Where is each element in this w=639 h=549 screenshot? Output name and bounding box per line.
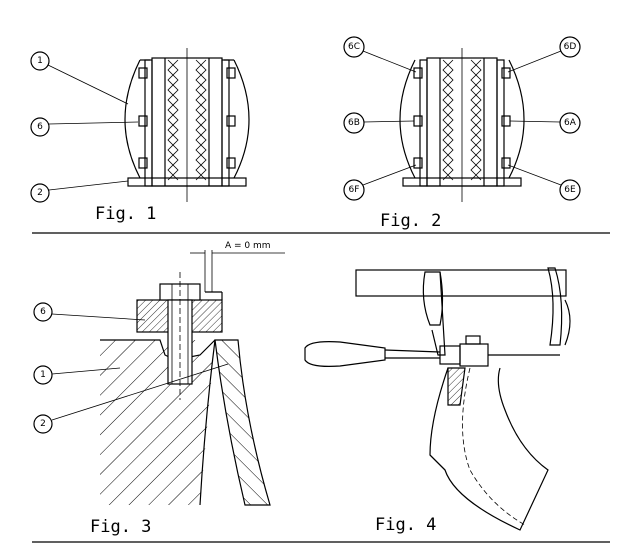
hub-left-arc bbox=[124, 59, 141, 179]
callout-1: 1 bbox=[33, 365, 121, 385]
callout-6d: 6D bbox=[507, 36, 581, 73]
weld-zigzag-right bbox=[195, 59, 207, 181]
figure-4: Fig. 4 bbox=[304, 267, 571, 535]
base-plate bbox=[127, 177, 247, 187]
svg-text:2: 2 bbox=[37, 188, 43, 198]
bolt-head bbox=[226, 115, 236, 127]
bolt-head bbox=[413, 67, 423, 79]
left-flange bbox=[144, 59, 153, 187]
flange-section bbox=[447, 367, 466, 406]
svg-text:2: 2 bbox=[40, 419, 46, 429]
right-flange bbox=[496, 59, 505, 187]
clamp-bar bbox=[355, 269, 567, 297]
callout-6e: 6E bbox=[507, 164, 581, 201]
svg-text:6A: 6A bbox=[564, 118, 577, 128]
figure-2: 6C 6D 6B 6A 6F 6E Fig. 2 bbox=[343, 36, 581, 231]
bolt-head bbox=[413, 115, 423, 127]
svg-text:6E: 6E bbox=[564, 185, 576, 195]
left-flange bbox=[419, 59, 428, 187]
clamp-left-jaw bbox=[422, 271, 444, 326]
callout-6: 6 bbox=[33, 302, 146, 322]
figure-4-caption: Fig. 4 bbox=[375, 515, 436, 535]
bolt-head bbox=[501, 157, 511, 169]
bolt-head bbox=[413, 157, 423, 169]
hub-left-arc bbox=[399, 59, 416, 179]
right-flange bbox=[221, 59, 230, 187]
bolt-head bbox=[501, 115, 511, 127]
svg-text:6B: 6B bbox=[348, 118, 360, 128]
figure-3: A = 0 mm 6 1 2 Fig. 3 bbox=[33, 241, 285, 537]
bolt-head bbox=[226, 67, 236, 79]
callout-6f: 6F bbox=[343, 164, 417, 201]
svg-text:1: 1 bbox=[37, 56, 43, 66]
figure-2-caption: Fig. 2 bbox=[380, 211, 441, 231]
hub-body bbox=[429, 367, 549, 531]
callout-6a: 6A bbox=[509, 112, 581, 134]
screw-block bbox=[459, 343, 489, 367]
bolt-head bbox=[226, 157, 236, 169]
callout-2: 2 bbox=[30, 180, 129, 203]
callout-2: 2 bbox=[33, 363, 229, 434]
bolt-head bbox=[138, 157, 148, 169]
bolt-head bbox=[138, 67, 148, 79]
bolt-head bbox=[138, 115, 148, 127]
callout-6b: 6B bbox=[343, 112, 415, 134]
hub-right-arc bbox=[508, 59, 525, 179]
hub-section-hatch bbox=[100, 340, 215, 505]
bolt-head bbox=[501, 67, 511, 79]
callout-1: 1 bbox=[30, 51, 129, 105]
svg-text:6F: 6F bbox=[349, 185, 360, 195]
hub-right-arc bbox=[233, 59, 250, 179]
callout-6c: 6C bbox=[343, 36, 417, 73]
svg-text:1: 1 bbox=[40, 370, 46, 380]
clamp-handle bbox=[304, 341, 386, 367]
figure-1-caption: Fig. 1 bbox=[95, 204, 156, 224]
dimension-a-label: A = 0 mm bbox=[225, 241, 271, 251]
weld-zigzag-left bbox=[167, 59, 179, 181]
callout-6: 6 bbox=[30, 117, 139, 137]
svg-text:6: 6 bbox=[40, 307, 46, 317]
figure-1: 1 6 2 Fig. 1 bbox=[30, 48, 250, 224]
clamp-right-jaw bbox=[547, 267, 563, 346]
svg-text:6C: 6C bbox=[348, 42, 360, 52]
svg-text:6: 6 bbox=[37, 122, 43, 132]
shaft-section bbox=[214, 339, 271, 506]
svg-text:6D: 6D bbox=[564, 42, 577, 52]
base-plate bbox=[402, 177, 522, 187]
figure-3-caption: Fig. 3 bbox=[90, 517, 151, 537]
